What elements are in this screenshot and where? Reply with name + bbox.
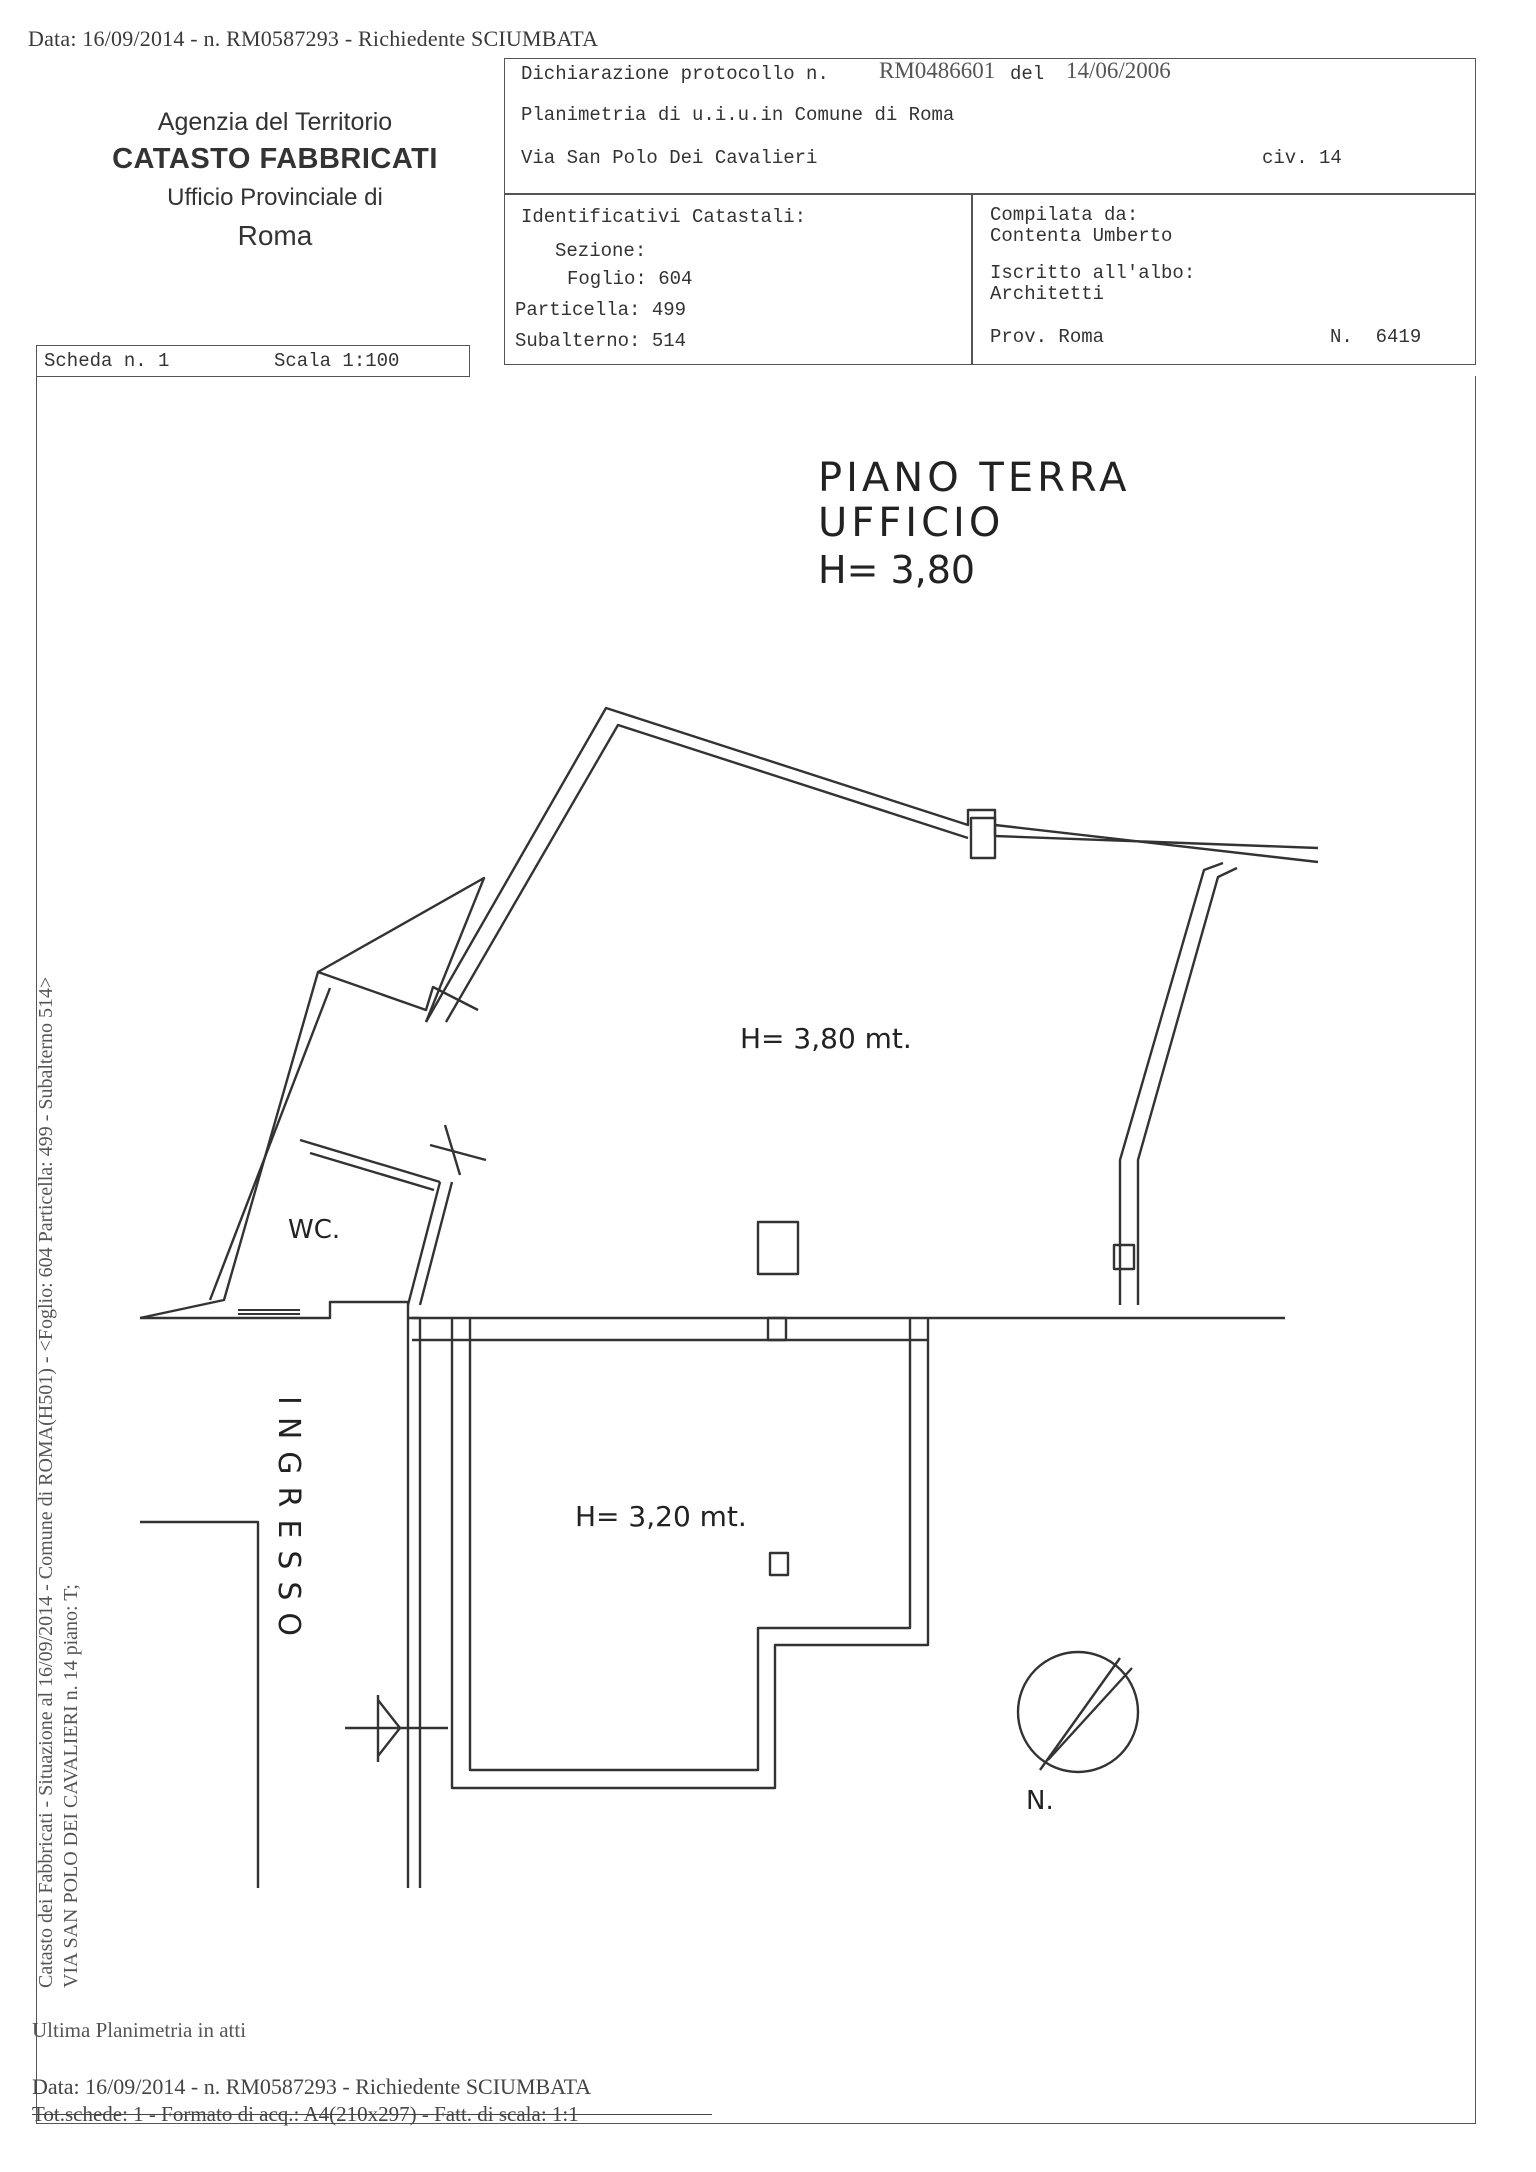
right-column: [1112, 1243, 1136, 1271]
upper-room-inner-wall: [444, 723, 969, 1023]
scheda-box: [36, 345, 470, 377]
agency-name: Agenzia del Territorio: [157, 108, 393, 136]
outer-street-line: [140, 1520, 260, 1888]
scheda-number: Scheda n. 1: [44, 350, 170, 372]
last-plan-note: Ultima Planimetria in atti: [32, 2018, 247, 2042]
annex-top-wall: [317, 970, 479, 1012]
main-room-height: H= 3,80 mt.: [740, 1022, 912, 1055]
annex-inner-wall-2: [309, 1151, 435, 1192]
sezione-field: Sezione:: [555, 240, 647, 262]
protocol-label: Dichiarazione protocollo n.: [521, 63, 829, 85]
annex-door-mark-2: [443, 1124, 462, 1176]
ingresso-label: INGRESSO: [271, 1396, 306, 1649]
plan-title-2: UFFICIO: [818, 500, 1005, 546]
annex-door-mark: [429, 1143, 487, 1162]
compiled-label: Compilata da:: [990, 204, 1139, 226]
footer-strike-line: [32, 2114, 712, 2115]
plan-title-3: H= 3,80: [818, 548, 976, 592]
document-header-line: Data: 16/09/2014 - n. RM0587293 - Richie…: [28, 26, 599, 51]
box-divider: [971, 193, 973, 365]
plan-title-1: PIANO TERRA: [818, 455, 1131, 501]
top-column: [969, 816, 997, 860]
north-needle: [1047, 1667, 1133, 1761]
subalterno-field: Subalterno: 514: [515, 330, 687, 352]
right-window-inner: [1136, 866, 1238, 1305]
del-label: del: [1010, 63, 1045, 85]
footer-data-line: Data: 16/09/2014 - n. RM0587293 - Richie…: [32, 2074, 592, 2099]
particella-field: Particella: 499: [515, 299, 687, 321]
north-compass: [1016, 1650, 1140, 1774]
entrance-arrow-head: [377, 1699, 402, 1757]
office-city: Roma: [237, 220, 313, 251]
foglio-field: Foglio: 604: [567, 268, 693, 290]
divider-column: [766, 1316, 788, 1342]
north-needle-2: [1039, 1657, 1121, 1771]
identifiers-box: [504, 193, 1476, 365]
annex-outer-wall: [139, 876, 486, 1320]
main-pillar: [756, 1220, 800, 1276]
compiler-name: Contenta Umberto: [990, 225, 1173, 247]
protocol-date: 14/06/2006: [1066, 58, 1171, 83]
protocol-number: RM0486601: [879, 58, 996, 83]
lower-room-right-wall-inner: [468, 1318, 912, 1772]
albo-label: Iscritto all'albo:: [990, 262, 1196, 284]
side-text-2: VIA SAN POLO DEI CAVALIERI n. 14 piano: …: [60, 1584, 82, 1988]
upper-room-top-inner-wall: [994, 823, 1319, 864]
right-window-outer: [1118, 861, 1224, 1305]
upper-room-outer-wall: [424, 706, 1319, 1023]
address-line: Via San Polo Dei Cavalieri: [521, 147, 818, 169]
declaration-box: [504, 58, 1476, 195]
planimetria-line: Planimetria di u.i.u.in Comune di Roma: [521, 104, 955, 126]
annex-inner-wall: [208, 987, 332, 1301]
wc-label: WC.: [288, 1215, 341, 1245]
wc-wall-2: [418, 1181, 454, 1306]
side-text-1: Catasto dei Fabbricati - Situazione al 1…: [35, 976, 57, 1988]
catasto-title: CATASTO FABBRICATI: [112, 143, 438, 175]
annex-mid-wall: [299, 1138, 441, 1184]
identifiers-heading: Identificativi Catastali:: [521, 206, 807, 228]
scale-label: Scala 1:100: [274, 350, 400, 372]
registration-number: N. 6419: [1330, 326, 1422, 348]
street-line-left: [140, 1300, 420, 1320]
province: Prov. Roma: [990, 326, 1105, 348]
albo-value: Architetti: [990, 283, 1105, 305]
north-label: N.: [1026, 1786, 1054, 1816]
civic-number: civ. 14: [1262, 147, 1342, 169]
agency-block: Agenzia del Territorio CATASTO FABBRICAT…: [110, 108, 440, 252]
drawing-frame: [36, 376, 1476, 2124]
office-label: Ufficio Provinciale di: [167, 184, 383, 211]
lower-room-height: H= 3,20 mt.: [575, 1500, 747, 1533]
lower-pillar: [768, 1551, 790, 1577]
lower-room-right-wall: [450, 1318, 930, 1790]
wc-wall: [406, 1181, 442, 1306]
